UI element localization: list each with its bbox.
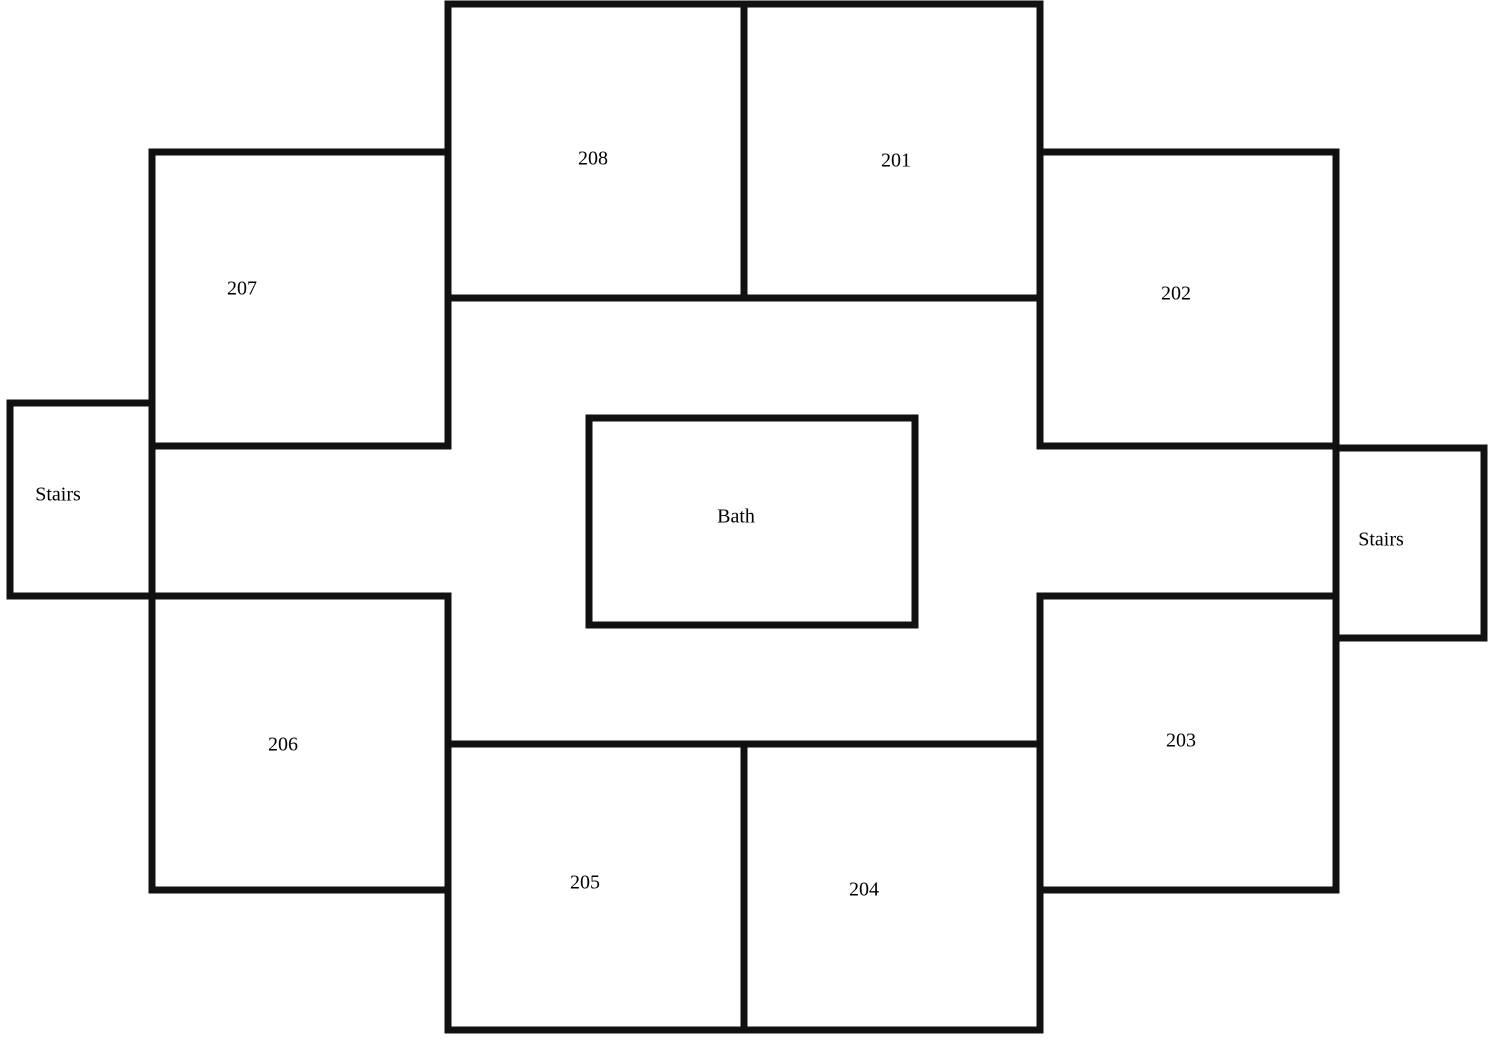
bath-outline xyxy=(585,414,919,629)
stairs-left-label: Stairs xyxy=(35,484,81,506)
room-208-label: 208 xyxy=(578,148,608,170)
room-202-outline xyxy=(1036,148,1340,450)
room-207-label: 207 xyxy=(227,278,257,300)
stairs-right-label: Stairs xyxy=(1358,529,1404,551)
room-205-label: 205 xyxy=(570,872,600,894)
room-204-outline xyxy=(740,740,1044,1034)
room-203-label: 203 xyxy=(1166,730,1196,752)
stairs-left-outline xyxy=(6,399,156,600)
stairs-right-outline xyxy=(1332,444,1488,642)
room-206-label: 206 xyxy=(268,734,298,756)
bath-label: Bath xyxy=(717,506,755,528)
room-207-outline xyxy=(148,148,452,450)
room-204-label: 204 xyxy=(849,879,879,901)
room-206-outline xyxy=(148,592,452,894)
room-201-label: 201 xyxy=(881,150,911,172)
room-202-label: 202 xyxy=(1161,283,1191,305)
